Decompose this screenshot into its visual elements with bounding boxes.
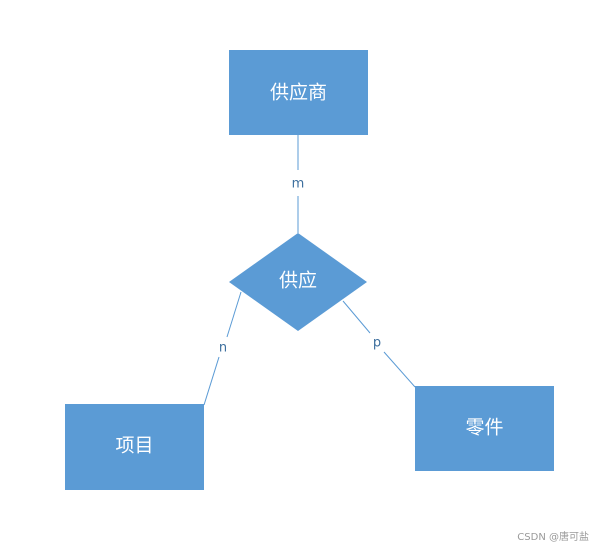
cardinality-project: n	[219, 341, 227, 356]
edge-relationship-part-bottom	[383, 351, 416, 388]
edge-relationship-project-top	[226, 291, 242, 338]
cardinality-part: p	[373, 336, 381, 351]
entity-project-label: 项目	[115, 435, 153, 457]
entity-part: 零件	[415, 386, 554, 471]
edge-relationship-project-bottom	[203, 356, 220, 406]
watermark: CSDN @唐可盐	[517, 532, 589, 543]
entity-supplier: 供应商	[229, 50, 368, 135]
relationship-supply-label: 供应	[279, 270, 317, 292]
entity-supplier-label: 供应商	[270, 82, 327, 104]
entity-project: 项目	[65, 404, 204, 490]
cardinality-supplier: m	[292, 177, 305, 192]
relationship-supply: 供应	[229, 233, 367, 331]
entity-part-label: 零件	[465, 417, 503, 439]
edge-relationship-part-top	[342, 300, 371, 334]
